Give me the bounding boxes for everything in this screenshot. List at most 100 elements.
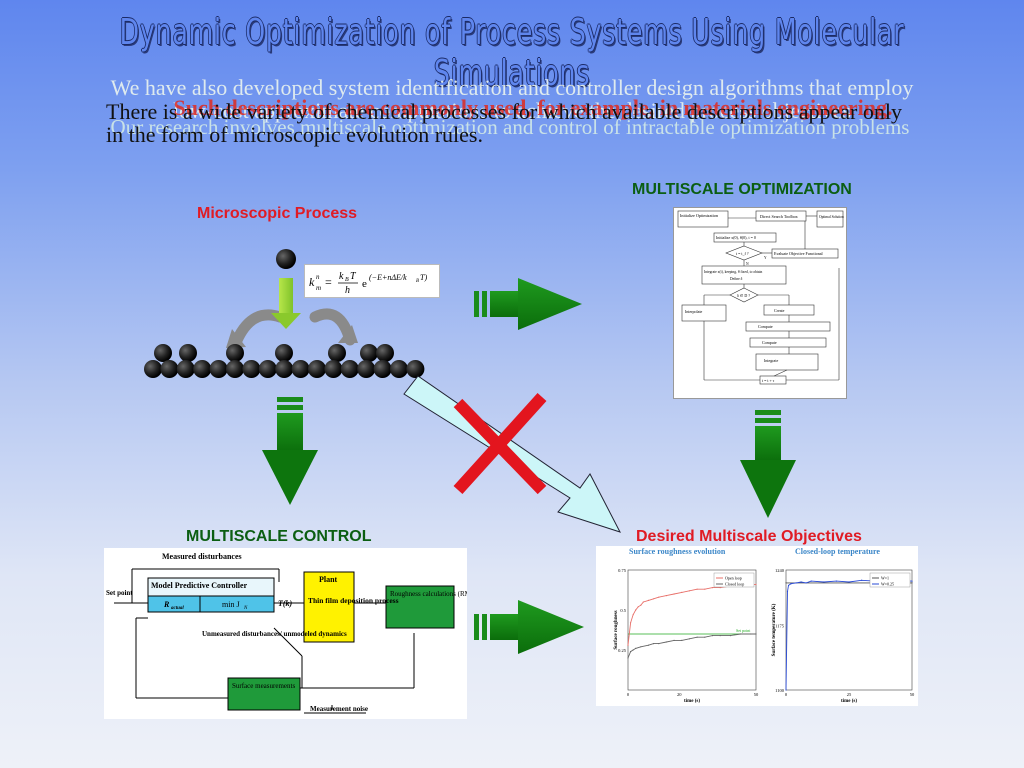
svg-text:=: = [325,275,332,289]
eq-exponent-tail: T) [420,273,427,282]
control-block-diagram: Measured disturbances Model Predictive C… [104,548,478,719]
x-axis-label: time (s) [841,699,857,704]
series-point [658,596,660,598]
eq-num-sub: B [345,277,349,283]
series-point [805,582,807,584]
surface-measurements-label: Surface measurements [232,682,295,690]
series-point [790,583,792,585]
multiscale-control-label: MULTISCALE CONTROL [186,528,372,545]
deposition-arrow [271,278,301,329]
lattice-atom [328,344,346,362]
hop-arrow-left [226,309,286,351]
series-point [665,595,667,597]
x-tick-label: 50 [910,692,915,697]
lattice-atom [275,344,293,362]
fc-box-interpolate: Interpolate [685,309,703,314]
y-tick-label: 1100 [775,688,785,693]
series-point [800,581,802,583]
series-point [835,580,837,582]
series-point [653,598,655,600]
fc-diamond-tf: t = t_f ? [736,251,749,256]
series-point [719,635,721,637]
optimization-flowchart: Initialize Optimization Direct Search To… [673,207,847,399]
fc-box-optimal: Optimal Solution [819,215,844,219]
series-point [632,649,634,651]
series-point [681,639,683,641]
series-point [640,646,642,648]
lattice-atom [144,360,162,378]
blocked-cross-icon [453,392,547,495]
series-point [911,580,913,582]
lattice-atom [193,360,212,378]
series-point [688,638,691,640]
eq-exp-base: e [362,278,367,290]
arrow-to-objectives [740,410,796,518]
overlay-text-materials: Such descriptions are commonly used, for… [173,95,893,120]
fc-box-compute-2: Compute [762,340,777,345]
fc-diamond-delta: δ ∈ D ? [737,293,750,298]
series-point [647,644,650,646]
series-point [810,580,812,582]
y-tick-label: 1240 [775,568,785,573]
rate-equation-box: k n m = k B T h e (−E+nΔE/k B T) [304,264,440,298]
lattice-atom [390,360,408,378]
lattice-atom [176,360,195,378]
series-point [740,633,742,635]
series-point [642,601,644,603]
y-tick-label: 0.25 [618,648,627,653]
lattice-atom [209,360,228,378]
thin-film-label: Thin film deposition process [308,596,399,605]
unmeasured-disturbances-label: Unmeasured disturbances/ unmodeled dynam… [202,630,347,638]
chart-frame [785,569,913,691]
set-point-label: Set point [106,589,133,597]
series-point [653,643,655,645]
lattice-top-layer [154,344,394,362]
series-point [795,582,797,584]
eq-num-tail: T [350,271,357,282]
series-point [786,590,789,593]
lattice-atom [360,344,378,362]
series-point [755,583,757,585]
lattice-atom [406,360,425,378]
min-j-sub: N [243,606,248,611]
lattice-atom [308,360,326,378]
fc-no-label: N [746,262,749,266]
series-point [911,582,913,584]
fc-box-create: Create [774,308,785,313]
fc-box-direct-search: Direct Search Toolbox [760,214,799,219]
series-point [647,599,650,601]
eq-den: h [345,285,350,296]
min-j-label: min J [222,600,240,609]
series-point [755,633,757,635]
lattice-atom [291,360,310,378]
x-tick-label: 25 [847,692,852,697]
measurement-noise-label: Measurement noise [310,705,368,713]
x-tick-label: 0 [785,692,788,697]
chart2-title: Closed-loop temperature [795,547,880,556]
series-point [629,622,632,624]
series-point [711,635,714,637]
series-point [627,644,629,646]
chart1-title: Surface roughness evolution [629,547,726,556]
plant-label: Plant [319,575,338,584]
lattice-atom [179,344,197,362]
fc-box-define: Define δ [730,277,743,281]
series-point [711,587,714,589]
series-line [627,633,756,659]
y-axis-label: Surface temperature (K) [772,603,777,656]
lattice-atom [226,360,244,378]
series-point [635,647,637,649]
series-point [665,641,667,643]
y-tick-label: 0.75 [618,568,627,573]
eq-num: k [339,271,344,282]
series-point [704,636,706,638]
lattice-atom [275,360,294,378]
series-point [785,582,787,584]
series-point [658,643,660,645]
incoming-atom [276,249,296,269]
x-tick-label: 0 [627,692,630,697]
series-point [704,588,706,590]
series-point [696,636,698,638]
series-point [632,614,634,616]
y-tick-label: 0.5 [620,608,626,613]
